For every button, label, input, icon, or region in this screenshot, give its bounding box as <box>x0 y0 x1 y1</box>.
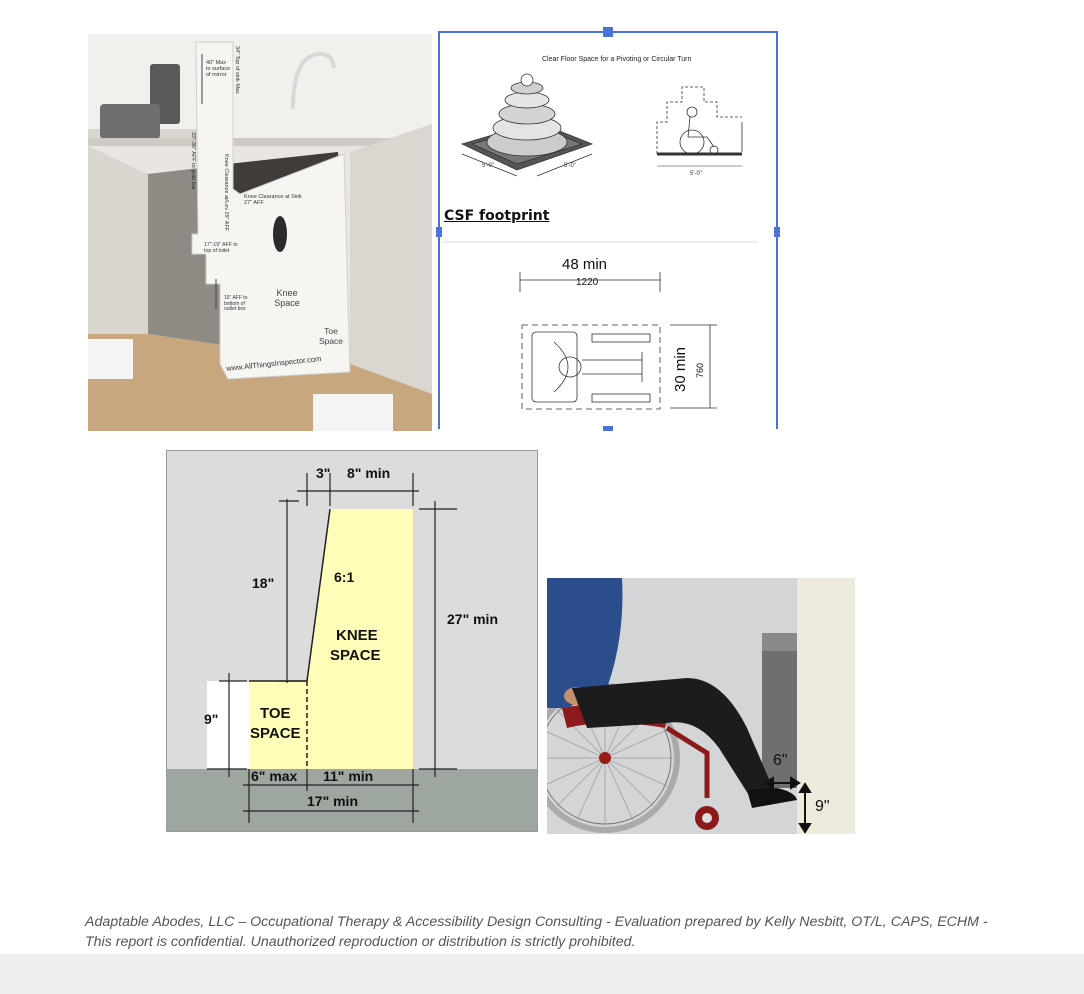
dim-11-min: 11" min <box>323 768 374 784</box>
top-sink-label: 34" Top of sink Max <box>234 46 240 94</box>
mirror-label: 40" Max to surface of mirror <box>206 60 231 78</box>
knee-space-line2: SPACE <box>330 647 381 664</box>
page-bottom-band <box>0 954 1084 994</box>
selection-handle-top[interactable] <box>603 27 613 37</box>
dim-8: 8" min <box>347 465 391 481</box>
csf-heading: CSF footprint <box>444 208 550 224</box>
dim-18: 18" <box>252 575 275 591</box>
selection-handle-bottom[interactable] <box>603 426 613 431</box>
wheelchair-illustration: 6" 9" <box>547 578 855 834</box>
csf-dim-c: 5'-0" <box>690 171 702 177</box>
dim-6-max: 6" max <box>251 768 298 784</box>
knee-clear-29-label: Knee Clearance at/Lev 29" AFF <box>223 154 229 232</box>
toilet-label: 17"-19" AFF to top of toilet <box>204 242 238 254</box>
csf-diagram: Clear Floor Space for a Pivoting or Circ… <box>442 42 774 429</box>
knee-space-line1: KNEE <box>336 627 378 644</box>
csf-dim-a: 5'-0" <box>482 163 494 169</box>
outlet-label: 15" AFF to bottom of outlet box <box>224 295 248 312</box>
csf-title: Clear Floor Space for a Pivoting or Circ… <box>542 56 692 63</box>
csf-depth-mm: 760 <box>695 362 705 378</box>
report-footer: Adaptable Abodes, LLC – Occupational The… <box>85 914 988 950</box>
csf-width-mm: 1220 <box>576 277 599 288</box>
dim-17-min: 17" min <box>307 793 358 809</box>
knee-clear-sink-label: Knee Clearance at Sink 27" AFF <box>244 194 302 206</box>
csf-depth-label: 30 min <box>672 346 689 392</box>
ratio-label: 6:1 <box>334 569 355 585</box>
csf-dim-b: 5'-0" <box>564 163 576 169</box>
dim-9: 9" <box>204 711 219 727</box>
dim-3: 3" <box>316 465 331 481</box>
toe-space-label: Toe Space <box>318 326 344 346</box>
selection-handle-right[interactable] <box>774 227 780 237</box>
dim-27: 27" min <box>447 611 498 627</box>
toe-space-line1: TOE <box>260 705 291 722</box>
grab-bar-label: 33"-36" AFF to grab bar <box>190 132 196 190</box>
dim-6-inch: 6" <box>773 752 788 769</box>
selection-handle-left[interactable] <box>436 227 442 237</box>
csf-width-label: 48 min <box>562 256 608 273</box>
vanity-photo: 40" Max to surface of mirror 34" Top of … <box>88 34 432 431</box>
knee-toe-diagram: 3" 8" min 18" 6:1 27" min KNEE SPACE 9" … <box>166 450 538 832</box>
dim-9-inch: 9" <box>815 798 830 815</box>
knee-space-label: Knee Space <box>274 288 300 308</box>
toe-space-line2: SPACE <box>250 725 301 742</box>
